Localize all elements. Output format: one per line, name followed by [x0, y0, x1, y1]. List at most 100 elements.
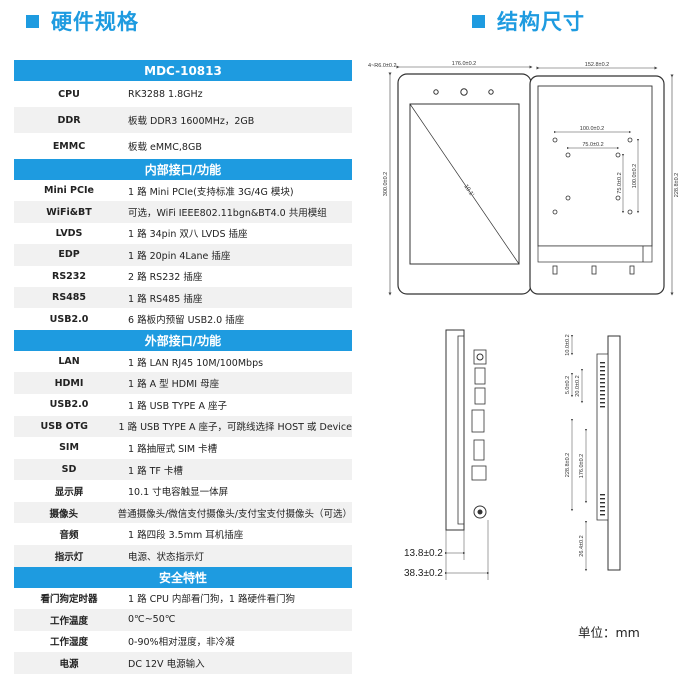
spec-row: SIM 1 路抽屉式 SIM 卡槽	[14, 437, 352, 459]
spec-value: 6 路板内预留 USB2.0 插座	[128, 315, 245, 327]
model-band: MDC-10813	[14, 60, 352, 81]
dimension-drawings: 4~R6.0±0.2 176.0±0.2 300.0±0.2 10.1' 152…	[368, 61, 680, 580]
spec-key: 电源	[59, 658, 79, 670]
spec-value: 可选，WiFi IEEE802.11bgn&BT4.0 共用模组	[128, 208, 327, 220]
spec-value: 普通摄像头/微信支付摄像头/支付宝支付摄像头（可选）	[117, 508, 352, 520]
spec-row: LAN 1 路 LAN RJ45 10M/100Mbps	[14, 351, 352, 373]
spec-value: RK3288 1.8GHz	[128, 88, 203, 100]
side-depth-1-label: 13.8±0.2	[404, 548, 443, 559]
spec-row: HDMI 1 路 A 型 HDMI 母座	[14, 372, 352, 394]
spec-row: Mini PCIe 1 路 Mini PCIe(支持标准 3G/4G 模块)	[14, 180, 352, 201]
heading-square-icon	[472, 14, 485, 28]
structure-heading: 结构尺寸	[472, 6, 585, 36]
spec-key: SD	[61, 464, 77, 475]
front-height-label: 300.0±0.2	[383, 172, 389, 196]
spec-value: 2 路 RS232 插座	[128, 272, 203, 284]
right-side-view: 10.0±0.2 5.0±0.2 20.0±0.2 228.8±0.2 176.…	[565, 334, 621, 572]
spec-row: 工作湿度 0-90%相对湿度，非冷凝	[14, 631, 352, 653]
spec-row: 看门狗定时器 1 路 CPU 内部看门狗，1 路硬件看门狗	[14, 588, 352, 610]
spec-row: USB OTG 1 路 USB TYPE A 座子，可跳线选择 HOST 或 De…	[14, 415, 352, 438]
spec-key: SIM	[59, 442, 79, 454]
spec-value: 1 路 RS485 插座	[128, 293, 203, 305]
spec-row: CPU RK3288 1.8GHz	[14, 81, 352, 107]
spec-row: 指示灯 电源、状态指示灯	[14, 545, 352, 567]
structure-heading-text: 结构尺寸	[497, 10, 585, 34]
spec-row: EDP 1 路 20pin 4Lane 插座	[14, 244, 352, 266]
spec-value: 10.1 寸电容触显一体屏	[128, 487, 229, 499]
spec-key: EMMC	[52, 140, 86, 152]
external-band: 外部接口/功能	[14, 329, 352, 351]
side-depth-2-label: 38.3±0.2	[404, 568, 443, 579]
spec-row: LVDS 1 路 34pin 双八 LVDS 插座	[14, 223, 352, 244]
internal-band: 内部接口/功能	[14, 159, 352, 180]
spec-key: EDP	[58, 249, 80, 261]
spec-key: USB OTG	[40, 420, 88, 432]
spec-row: DDR 板载 DDR3 1600MHz，2GB	[14, 107, 352, 133]
spec-key: USB2.0	[49, 313, 89, 325]
spec-value: 电源、状态指示灯	[128, 551, 205, 563]
side-r-a-label: 5.0±0.2	[565, 376, 571, 394]
spec-key: LVDS	[55, 227, 83, 239]
spec-value: 1 路 USB TYPE A 座子，可跳线选择 HOST 或 Device	[118, 422, 352, 434]
side-r-e-label: 26.4±0.2	[579, 535, 585, 556]
back-hole-h1-label: 75.0±0.2	[617, 172, 623, 193]
spec-key: 工作湿度	[49, 637, 88, 649]
spec-value: 1 路 34pin 双八 LVDS 插座	[128, 229, 248, 241]
front-view: 4~R6.0±0.2 176.0±0.2 300.0±0.2 10.1'	[368, 61, 533, 296]
heading-square-icon	[26, 14, 39, 28]
front-corner-label: 4~R6.0±0.2	[368, 63, 397, 69]
spec-value: 1 路 Mini PCIe(支持标准 3G/4G 模块)	[128, 186, 294, 198]
spec-value: 0-90%相对湿度，非冷凝	[128, 637, 235, 649]
hardware-heading: 硬件规格	[26, 6, 139, 36]
safety-band: 安全特性	[14, 566, 352, 588]
spec-key: HDMI	[54, 377, 84, 389]
spec-key: 音频	[59, 530, 79, 542]
spec-value: 1 路 CPU 内部看门狗，1 路硬件看门狗	[128, 594, 295, 606]
spec-key: RS232	[52, 270, 86, 282]
back-hole-h2-label: 100.0±0.2	[632, 164, 638, 188]
spec-row: RS232 2 路 RS232 插座	[14, 266, 352, 287]
back-top-label: 152.8±0.2	[585, 62, 609, 68]
spec-key: LAN	[58, 356, 80, 368]
back-hole-w2-label: 75.0±0.2	[582, 142, 603, 148]
unit-label: 单位：mm	[578, 625, 640, 640]
spec-key: 摄像头	[49, 508, 79, 520]
spec-value: 板载 eMMC,8GB	[128, 142, 202, 153]
spec-row: 摄像头 普通摄像头/微信支付摄像头/支付宝支付摄像头（可选）	[14, 501, 352, 524]
front-width-label: 176.0±0.2	[452, 61, 476, 67]
spec-key: 工作温度	[49, 615, 88, 627]
spec-key: WiFi&BT	[46, 206, 92, 218]
spec-key: 看门狗定时器	[40, 594, 98, 606]
side-r-b-label: 20.0±0.2	[575, 375, 581, 396]
spec-key: CPU	[58, 88, 80, 100]
back-view: 152.8±0.2 228.8±0.2 100.0±0.2 75.0±0.2 7…	[529, 62, 680, 296]
hardware-heading-text: 硬件规格	[51, 10, 139, 34]
spec-key: USB2.0	[49, 399, 89, 411]
spec-value: 1 路 20pin 4Lane 插座	[128, 250, 231, 262]
spec-key: DDR	[57, 114, 81, 126]
spec-value: 1 路抽屉式 SIM 卡槽	[128, 443, 218, 455]
back-height-label: 228.8±0.2	[674, 173, 680, 197]
spec-row: EMMC 板载 eMMC,8GB	[14, 133, 352, 159]
spec-value: 1 路 A 型 HDMI 母座	[128, 379, 220, 391]
internal-group: Mini PCIe 1 路 Mini PCIe(支持标准 3G/4G 模块) WiF…	[14, 180, 352, 330]
spec-row: SD 1 路 TF 卡槽	[14, 458, 352, 481]
spec-value: 1 路 TF 卡槽	[128, 465, 183, 477]
spec-key: Mini PCIe	[44, 185, 94, 197]
spec-value: 1 路 USB TYPE A 座子	[128, 400, 227, 412]
spec-value: 0℃~50℃	[128, 614, 176, 626]
spec-row: 工作温度 0℃~50℃	[14, 609, 352, 631]
spec-value: 板载 DDR3 1600MHz，2GB	[128, 116, 255, 127]
spec-key: 指示灯	[54, 551, 84, 563]
spec-row: USB2.0 6 路板内预留 USB2.0 插座	[14, 308, 352, 329]
spec-row: USB2.0 1 路 USB TYPE A 座子	[14, 394, 352, 416]
spec-value: 1 路 LAN RJ45 10M/100Mbps	[128, 357, 264, 369]
